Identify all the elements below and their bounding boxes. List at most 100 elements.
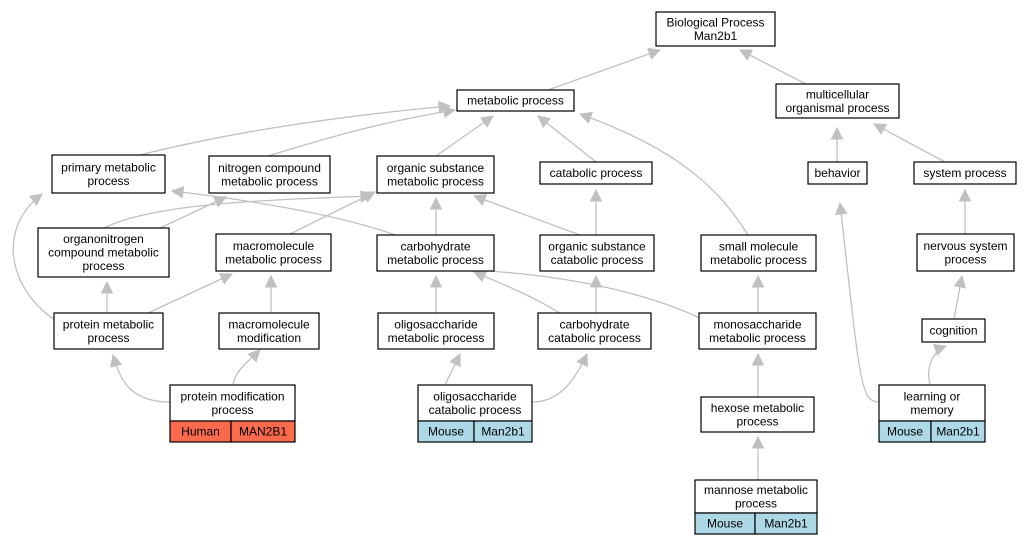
edge-macromolecule-to-organic_sub xyxy=(289,191,377,235)
edge-carbohydrate-to-organic_sub xyxy=(429,196,443,235)
node-box xyxy=(376,155,495,194)
edge-organonitrogen-to-organic_sub xyxy=(103,190,374,229)
edge-arrowhead xyxy=(479,115,494,128)
edge-arrowhead xyxy=(218,273,234,285)
node-label-line: nervous system xyxy=(923,239,1007,253)
annotation-species-cell-label: Mouse xyxy=(887,425,923,439)
annotation-gene-cell-label: MAN2B1 xyxy=(239,425,287,439)
edge-mono-to-carbohydrate xyxy=(472,264,701,319)
node-box xyxy=(698,312,817,350)
node-label-line: process xyxy=(944,252,986,266)
node-box xyxy=(37,227,170,278)
node-label-line: catabolic process xyxy=(548,331,641,345)
annotation-gene-cell xyxy=(230,420,296,443)
node-label-line: macromolecule xyxy=(228,317,310,331)
edge-line xyxy=(547,49,661,91)
annotation-gene-cell-label: Man2b1 xyxy=(764,517,808,531)
node-label-line: Biological Process xyxy=(666,15,764,29)
node-label-line: metabolic process xyxy=(467,94,564,108)
edge-arrowhead xyxy=(449,352,461,368)
annotation-gene-cell-label: Man2b1 xyxy=(936,425,980,439)
node-label-line: catabolic process xyxy=(429,403,522,417)
edge-arrowhead xyxy=(933,344,948,356)
edge-arrowhead xyxy=(170,186,185,199)
edge-protein_met-to-macromolecule xyxy=(147,273,234,314)
node-label-line: organic substance xyxy=(548,239,646,253)
edge-macro_mod-to-macromolecule xyxy=(264,274,278,313)
node-box xyxy=(913,161,1017,185)
edge-multicellular-to-bp xyxy=(739,49,807,85)
annotation-gene-cell xyxy=(473,420,533,443)
edge-system-to-multicellular xyxy=(873,123,946,163)
edge-protein_met-to-primary xyxy=(12,193,56,321)
edge-learning-to-behavior xyxy=(835,201,880,403)
node-label-line: mannose metabolic xyxy=(704,483,808,497)
node-box xyxy=(417,384,533,422)
annotation-gene-cell xyxy=(930,420,986,443)
node-label-line: organismal process xyxy=(785,101,889,115)
edge-hexose-to-mono xyxy=(751,352,765,397)
node-label-line: protein modification xyxy=(180,389,284,403)
edge-behavior-to-multicellular xyxy=(830,126,844,162)
edge-line xyxy=(537,115,597,163)
edge-line xyxy=(579,113,749,236)
edge-nitrogen-to-metabolic xyxy=(267,105,457,157)
edge-arrowhead xyxy=(264,274,278,288)
node-box xyxy=(775,83,900,119)
edge-arrowhead xyxy=(873,123,888,135)
edge-arrowhead xyxy=(830,126,844,140)
node-box xyxy=(878,384,986,422)
edge-arrowhead xyxy=(361,191,377,203)
edge-oligo_cat-to-oligo_met xyxy=(444,352,461,386)
edge-arrowhead xyxy=(647,47,662,60)
edge-arrowhead xyxy=(835,201,848,216)
node-label-line: organonitrogen xyxy=(63,232,144,246)
node-label-line: oligosaccharide xyxy=(433,389,517,403)
node-label-line: system process xyxy=(923,166,1006,180)
node-box xyxy=(694,479,818,514)
edge-line xyxy=(147,273,233,314)
node-label-line: oligosaccharide xyxy=(394,317,478,331)
edge-organic_sub-to-metabolic xyxy=(435,115,494,157)
edge-mono-to-small_mol xyxy=(751,274,765,313)
edge-line xyxy=(473,195,581,236)
edge-organic_cat-to-organic_sub xyxy=(472,194,581,236)
node-label-line: metabolic process xyxy=(225,252,322,266)
node-behavior: behavior xyxy=(807,161,868,185)
edge-arrowhead xyxy=(110,353,123,368)
edge-organic_cat-to-catabolic xyxy=(589,188,603,235)
edge-arrowhead xyxy=(953,274,967,289)
node-box xyxy=(655,11,776,47)
edge-carb_cat-to-organic_cat xyxy=(589,274,603,313)
node-box xyxy=(807,161,868,185)
node-label-line: primary metabolic xyxy=(61,160,156,174)
edge-line xyxy=(435,115,494,157)
node-box xyxy=(376,234,495,272)
node-label-line: carbohydrate xyxy=(559,317,629,331)
edge-arrowhead xyxy=(247,349,261,363)
edge-line xyxy=(839,202,880,403)
node-label-line: behavior xyxy=(814,166,860,180)
edge-line xyxy=(112,354,171,403)
node-label-line: metabolic process xyxy=(710,253,807,267)
node-label-line: cognition xyxy=(929,324,977,338)
edge-line xyxy=(159,196,227,229)
edge-line xyxy=(473,269,701,319)
node-label-line: metabolic process xyxy=(709,331,806,345)
edge-line xyxy=(289,191,376,235)
node-box xyxy=(51,154,166,194)
annotation-species-cell-label: Mouse xyxy=(428,425,464,439)
annotation-species-cell-label: Human xyxy=(181,425,220,439)
edge-arrowhead xyxy=(472,194,487,206)
